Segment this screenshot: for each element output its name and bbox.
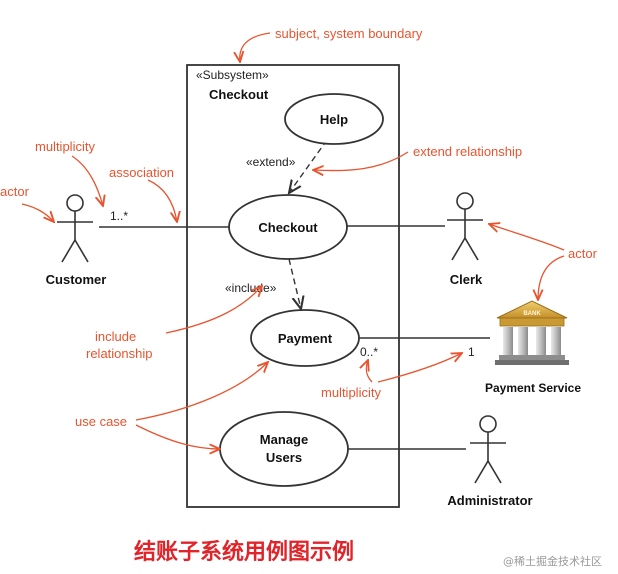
- use-case-manage-users: Manage Users: [219, 411, 349, 487]
- arrow-actor-clerk: [489, 224, 565, 251]
- use-case-help-label: Help: [320, 112, 348, 127]
- arrow-multiplicity-top: [71, 155, 103, 206]
- arrow-include: [165, 286, 262, 334]
- extend-label: «extend»: [246, 155, 296, 169]
- use-case-manage-users-line2: Users: [266, 450, 302, 465]
- extend-arrow: [289, 139, 328, 193]
- actor-customer-icon: [57, 194, 93, 263]
- system-boundary: [186, 64, 400, 508]
- arrow-use-case-manage: [135, 424, 220, 449]
- watermark: @稀土掘金技术社区: [503, 554, 602, 568]
- multiplicity-payment: 0..*: [360, 345, 378, 359]
- include-label: «include»: [225, 281, 277, 295]
- arrow-association: [147, 179, 177, 222]
- actor-payment-service-label: Payment Service: [485, 381, 581, 395]
- arrow-actor-bank: [538, 255, 565, 300]
- arrow-use-case-payment: [135, 362, 268, 421]
- arrow-extend: [313, 151, 409, 171]
- arrow-multiplicity-right: [377, 353, 462, 383]
- annotation-multiplicity-bottom: multiplicity: [321, 385, 381, 400]
- annotation-actor-right: actor: [568, 246, 598, 261]
- annotation-association: association: [109, 165, 174, 180]
- use-case-help: Help: [284, 93, 384, 145]
- subsystem-stereotype: «Subsystem»: [196, 68, 269, 82]
- bank-sign-text: BANK: [523, 311, 541, 317]
- bank-icon: BANK: [495, 300, 569, 365]
- arrow-subject: [240, 32, 271, 62]
- actor-customer-label: Customer: [46, 272, 107, 287]
- use-case-checkout-label: Checkout: [258, 220, 318, 235]
- use-case-payment: Payment: [250, 309, 360, 367]
- multiplicity-service: 1: [468, 345, 475, 359]
- subsystem-name: Checkout: [209, 87, 269, 102]
- actor-clerk-icon: [447, 192, 483, 261]
- actor-administrator-label: Administrator: [447, 493, 532, 508]
- use-case-manage-users-line1: Manage: [260, 432, 308, 447]
- multiplicity-customer: 1..*: [110, 209, 128, 223]
- use-case-checkout: Checkout: [228, 194, 348, 260]
- actor-administrator-icon: [470, 415, 506, 484]
- annotation-extend-relationship: extend relationship: [413, 144, 522, 159]
- annotation-arrows: [21, 32, 565, 449]
- caption: 结账子系统用例图示例: [134, 539, 354, 565]
- arrow-multiplicity-left: [366, 360, 373, 383]
- use-case-payment-label: Payment: [278, 331, 333, 346]
- arrow-actor-left: [21, 203, 54, 222]
- annotation-subject: subject, system boundary: [275, 26, 423, 41]
- annotation-include-line2: relationship: [86, 346, 153, 361]
- include-arrow: [288, 258, 301, 309]
- annotation-multiplicity-top: multiplicity: [35, 139, 95, 154]
- actor-clerk-label: Clerk: [450, 272, 483, 287]
- annotation-use-case: use case: [75, 414, 127, 429]
- annotation-include-line1: include: [95, 329, 136, 344]
- annotation-actor-left: actor: [0, 184, 30, 199]
